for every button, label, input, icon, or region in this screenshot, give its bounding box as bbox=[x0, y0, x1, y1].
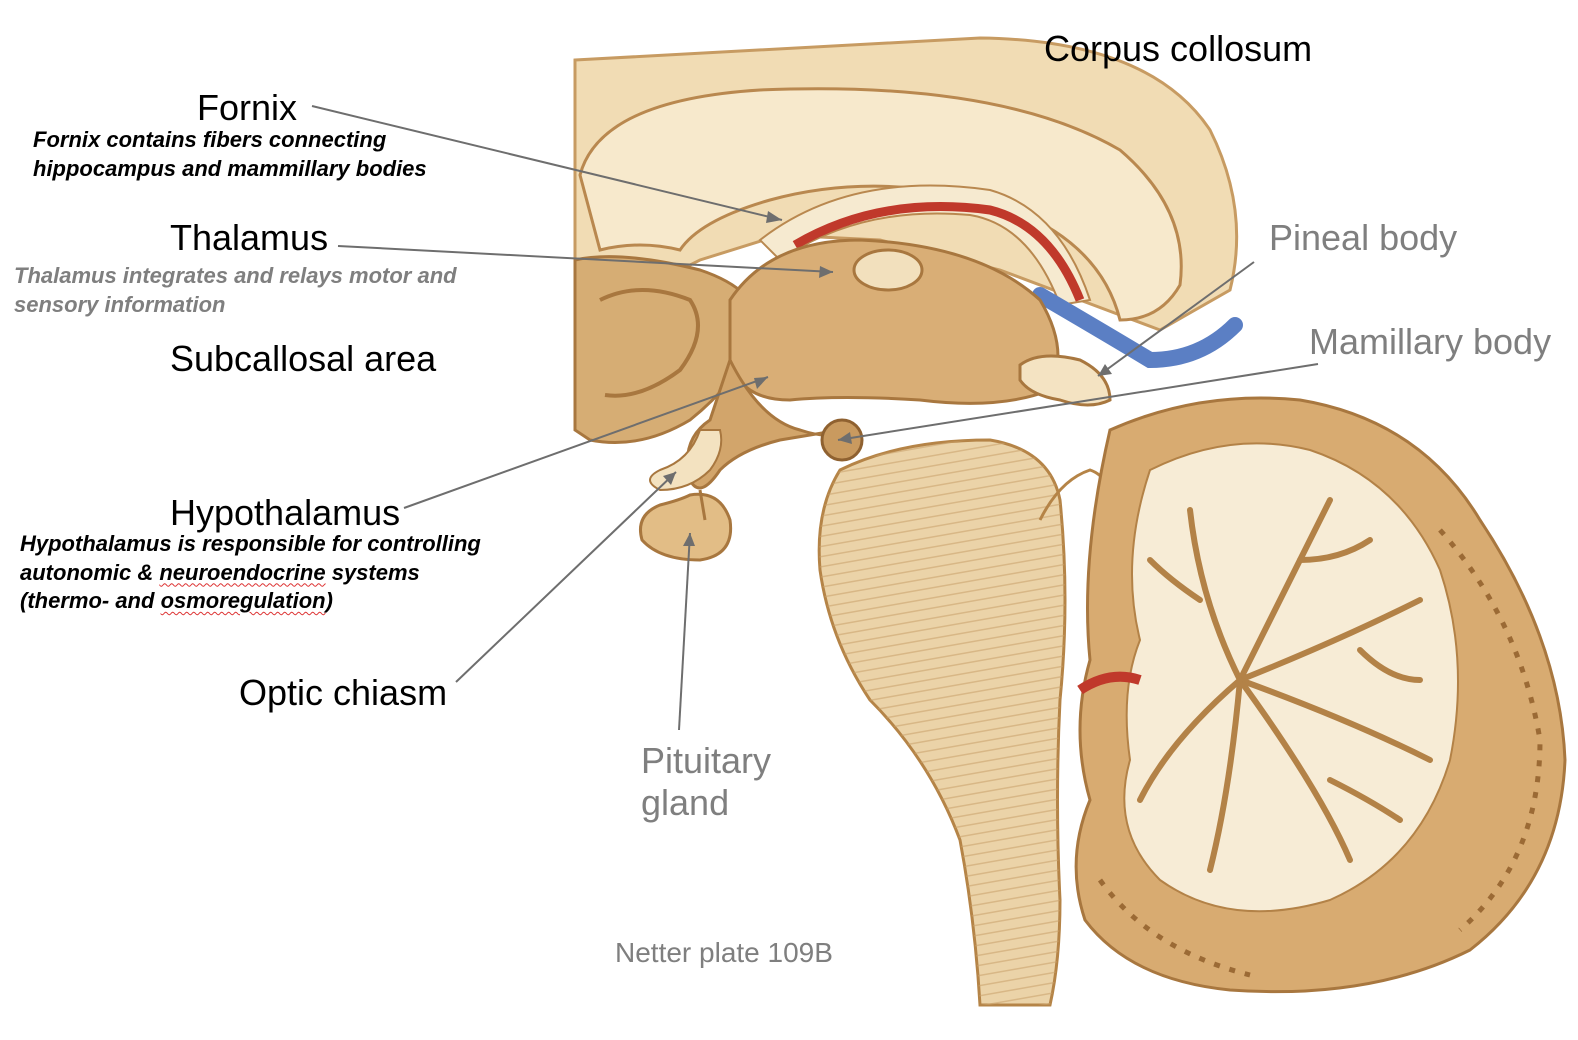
note-hypo-line3a: (thermo- and bbox=[20, 588, 161, 614]
note-fornix: Fornix contains fibers connecting hippoca… bbox=[33, 126, 427, 183]
note-thalamus: Thalamus integrates and relays motor and… bbox=[14, 262, 457, 319]
pointer-optic-chiasm bbox=[455, 471, 677, 683]
credit-text: Netter plate 109B bbox=[615, 937, 833, 968]
note-hypo-line3c: ) bbox=[325, 588, 333, 614]
pointer-hypothalamus bbox=[403, 376, 769, 509]
note-hypo-line2b: neuroendocrine bbox=[159, 559, 326, 585]
label-subcallosal-area: Subcallosal area bbox=[170, 338, 437, 379]
note-hypo-line1: Hypothalamus is responsible for controll… bbox=[20, 531, 481, 556]
note-fornix-line2: hippocampus and mammillary bodies bbox=[33, 155, 427, 181]
note-hypo-line2c: systems bbox=[325, 559, 420, 585]
pointer-mamillary bbox=[837, 363, 1319, 441]
label-mamillary-body: Mamillary body bbox=[1309, 321, 1552, 362]
label-pineal-body: Pineal body bbox=[1269, 217, 1458, 258]
note-thalamus-line1: Thalamus integrates and relays motor and bbox=[14, 263, 457, 288]
note-hypo-line3b: osmoregulation bbox=[160, 588, 326, 614]
pointer-fornix bbox=[311, 105, 783, 221]
brain-cut-section bbox=[573, 36, 1567, 1007]
label-thalamus: Thalamus bbox=[170, 217, 329, 258]
note-thalamus-line2: sensory information bbox=[14, 291, 226, 317]
pointer-lines bbox=[311, 105, 1319, 731]
pointer-thalamus bbox=[337, 245, 834, 273]
label-fornix: Fornix bbox=[197, 87, 298, 128]
label-hypothalamus: Hypothalamus bbox=[170, 492, 401, 533]
label-pituitary-line2: gland bbox=[641, 782, 730, 824]
pointer-pineal bbox=[1097, 261, 1255, 377]
label-pituitary-line1: Pituitary bbox=[641, 740, 772, 781]
label-corpus-callosum: Corpus collosum bbox=[1044, 28, 1313, 69]
note-fornix-line1: Fornix contains fibers connecting bbox=[33, 127, 387, 152]
pointer-pituitary bbox=[678, 532, 691, 731]
note-hypothalamus: Hypothalamus is responsible for controll… bbox=[20, 530, 481, 616]
note-hypo-line2a: autonomic & bbox=[20, 559, 160, 585]
pointer-arrowheads bbox=[663, 211, 1112, 546]
label-optic-chiasm: Optic chiasm bbox=[239, 672, 448, 713]
